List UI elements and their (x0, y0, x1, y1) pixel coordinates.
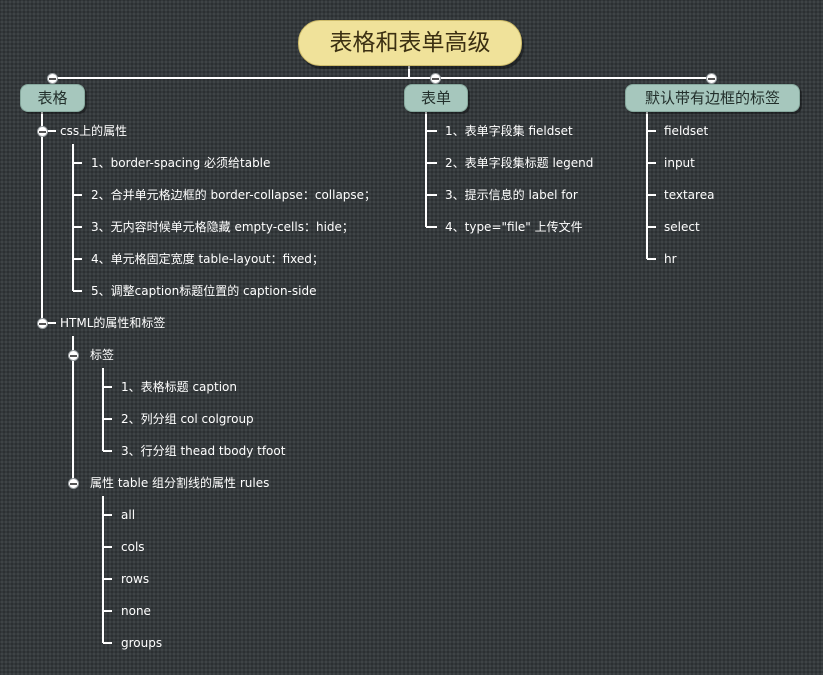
topic-tags[interactable]: 标签 (90, 348, 115, 362)
topic-rules-item[interactable]: none (121, 604, 151, 618)
topic-css-item[interactable]: 3、无内容时候单元格隐藏 empty-cells：hide； (91, 220, 354, 234)
topic-rules-item[interactable]: cols (121, 540, 145, 554)
branch-3-collapse-toggle[interactable] (706, 73, 717, 84)
topic-rules-item[interactable]: rows (121, 572, 150, 586)
topic-tag-item[interactable]: 2、列分组 col colgroup (121, 412, 254, 426)
tags-collapse-toggle[interactable] (68, 350, 79, 361)
branch-1-collapse-toggle[interactable] (47, 73, 58, 84)
topic-bordered-tag[interactable]: textarea (664, 188, 715, 202)
topic-rules[interactable]: 属性 table 组分割线的属性 rules (90, 476, 270, 490)
topic-form-item[interactable]: 4、type="file" 上传文件 (445, 220, 583, 234)
rules-collapse-toggle[interactable] (68, 478, 79, 489)
branch-node-bordered-tags[interactable]: 默认带有边框的标签 (625, 84, 800, 112)
topic-form-item[interactable]: 1、表单字段集 fieldset (445, 124, 573, 138)
topic-bordered-tag[interactable]: hr (664, 252, 677, 266)
css-props-collapse-toggle[interactable] (37, 126, 48, 137)
branch-node-table[interactable]: 表格 (20, 84, 85, 112)
topic-tag-item[interactable]: 1、表格标题 caption (121, 380, 238, 394)
branch-node-form[interactable]: 表单 (404, 84, 468, 112)
topic-bordered-tag[interactable]: input (664, 156, 695, 170)
topic-css-item[interactable]: 4、单元格固定宽度 table-layout：fixed； (91, 252, 324, 266)
topic-rules-item[interactable]: groups (121, 636, 163, 650)
topic-css-item[interactable]: 2、合并单元格边框的 border-collapse：collapse； (91, 188, 377, 202)
topic-bordered-tag[interactable]: fieldset (664, 124, 709, 138)
topic-css-item[interactable]: 5、调整caption标题位置的 caption-side (91, 284, 317, 298)
topic-tag-item[interactable]: 3、行分组 thead tbody tfoot (121, 444, 286, 458)
topic-css-props[interactable]: css上的属性 (60, 124, 128, 138)
topic-rules-item[interactable]: all (121, 508, 136, 522)
topic-css-item[interactable]: 1、border-spacing 必须给table (91, 156, 271, 170)
root-node[interactable]: 表格和表单高级 (298, 20, 522, 66)
topic-html-props[interactable]: HTML的属性和标签 (60, 316, 166, 330)
topic-form-item[interactable]: 3、提示信息的 label for (445, 188, 578, 202)
branch-2-collapse-toggle[interactable] (430, 73, 441, 84)
topic-bordered-tag[interactable]: select (664, 220, 700, 234)
html-props-collapse-toggle[interactable] (37, 318, 48, 329)
topic-form-item[interactable]: 2、表单字段集标题 legend (445, 156, 594, 170)
